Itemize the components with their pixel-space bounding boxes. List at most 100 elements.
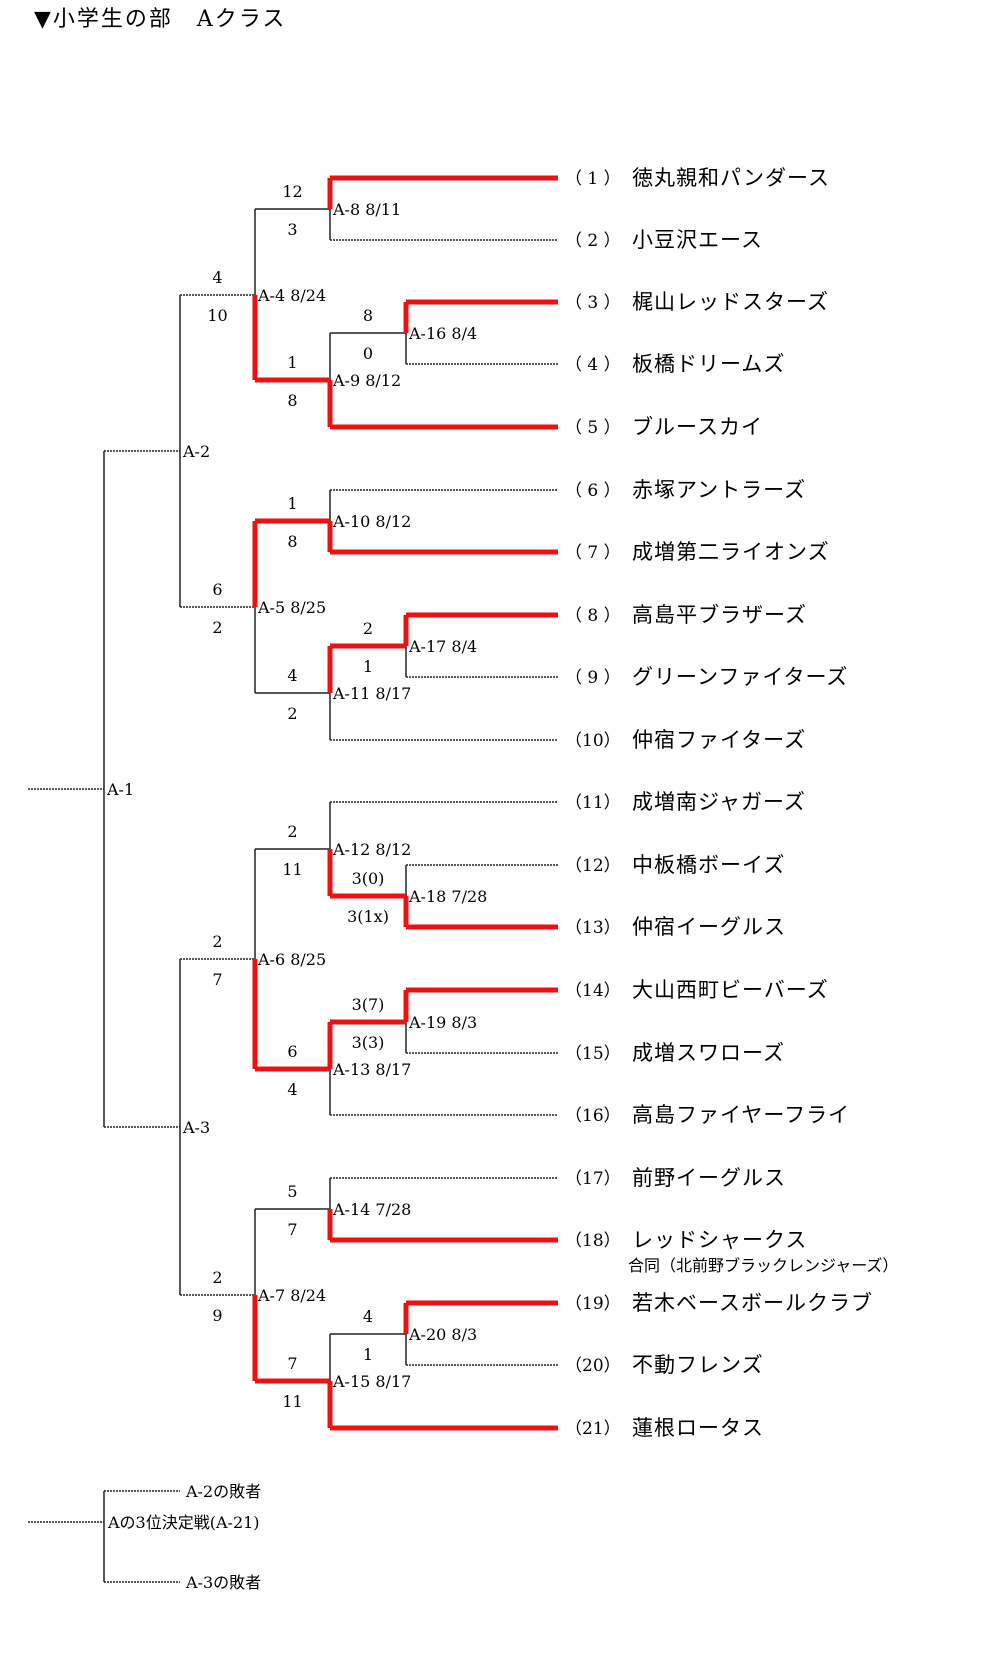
score-bottom: 7 (287, 1220, 297, 1239)
team-name: 板橋ドリームズ (632, 352, 785, 376)
team-number: （ 1 ） (565, 169, 621, 189)
score-top: 6 (212, 580, 222, 599)
score-bottom: 3 (287, 220, 297, 239)
team-number: （11） (565, 793, 621, 813)
score-bottom: 1 (363, 1345, 373, 1364)
team-name: 梶山レッドスターズ (632, 290, 829, 314)
team-number: （14） (565, 981, 621, 1001)
team-number: （12） (565, 856, 621, 876)
score-top: 4 (287, 666, 297, 685)
match-label: A-1 (106, 780, 134, 799)
team-name: 成増第二ライオンズ (632, 540, 830, 564)
score-top: 1 (287, 494, 297, 513)
match-label: A-13 8/17 (332, 1060, 411, 1079)
team-number: （ 4 ） (565, 355, 621, 375)
team-number: （13） (565, 918, 621, 938)
match-label: A-9 8/12 (332, 371, 401, 390)
team-name: ブルースカイ (632, 415, 763, 439)
team-name: 仲宿イーグルス (632, 915, 786, 939)
team-number: （21） (565, 1419, 621, 1439)
match-label: A-4 8/24 (257, 286, 326, 305)
team-number: （19） (565, 1294, 621, 1314)
match-label: A-19 8/3 (408, 1013, 477, 1032)
score-bottom: 4 (287, 1080, 297, 1099)
score-top: 7 (287, 1354, 297, 1373)
match-label: A-8 8/11 (332, 200, 401, 219)
match-label: A-7 8/24 (257, 1286, 326, 1305)
match-label: A-15 8/17 (332, 1372, 411, 1391)
winner-path-lines (252, 175, 558, 1431)
score-bottom: 0 (363, 344, 373, 363)
score-top: 3(0) (352, 869, 385, 888)
score-top: 2 (212, 932, 222, 951)
score-bottom: 2 (212, 618, 222, 637)
team-name: 赤塚アントラーズ (632, 478, 806, 502)
score-bottom: 11 (282, 860, 302, 879)
team-number: （18） (565, 1231, 621, 1251)
score-top: 4 (212, 268, 222, 287)
team-number: （ 9 ） (565, 668, 621, 688)
team-name: 成増南ジャガーズ (632, 790, 806, 814)
match-label: A-10 8/12 (332, 512, 411, 531)
match-label: A-14 7/28 (332, 1200, 411, 1219)
match-label: A-6 8/25 (257, 950, 326, 969)
score-top: 3(7) (352, 995, 385, 1014)
score-bottom: 7 (212, 970, 222, 989)
score-bottom: 3(1x) (347, 907, 389, 926)
team-name: 中板橋ボーイズ (632, 853, 785, 877)
team-number: （20） (565, 1356, 621, 1376)
team-name: 若木ベースボールクラブ (632, 1291, 873, 1315)
score-top: 2 (363, 619, 373, 638)
score-bottom: 11 (282, 1392, 302, 1411)
score-top: 2 (287, 822, 297, 841)
team-name: 高島ファイヤーフライ (632, 1103, 850, 1127)
team-number: （16） (565, 1106, 621, 1126)
team-name: グリーンファイターズ (632, 665, 848, 689)
bracket-lines (28, 208, 558, 1381)
score-bottom: 9 (212, 1306, 222, 1325)
score-bottom: 3(3) (352, 1033, 385, 1052)
team-name: 大山西町ビーバーズ (632, 978, 829, 1002)
team-name: 徳丸親和パンダース (632, 166, 830, 190)
match-label: A-16 8/4 (408, 324, 477, 343)
score-top: 5 (287, 1182, 297, 1201)
team-name: 蓮根ロータス (632, 1416, 764, 1440)
score-top: 12 (282, 182, 302, 201)
score-bottom: 1 (363, 657, 373, 676)
third-place-label: Aの3位決定戦(A-21) (107, 1513, 260, 1532)
third-place-top: A-2の敗者 (185, 1482, 261, 1501)
team-name: 仲宿ファイターズ (632, 728, 806, 752)
team-number: （ 7 ） (565, 543, 621, 563)
team-name: 前野イーグルス (632, 1166, 786, 1190)
score-bottom: 8 (287, 391, 297, 410)
team-number: （ 5 ） (565, 418, 621, 438)
team-name: 高島平ブラザーズ (632, 603, 807, 627)
team-name: 不動フレンズ (632, 1353, 764, 1377)
score-bottom: 2 (287, 704, 297, 723)
match-label: A-12 8/12 (332, 840, 411, 859)
match-label: A-2 (182, 442, 210, 461)
third-place-bottom: A-3の敗者 (185, 1573, 261, 1592)
team-number: （ 6 ） (565, 481, 621, 501)
match-label: A-20 8/3 (408, 1325, 477, 1344)
team-number: （17） (565, 1169, 621, 1189)
team-number: （ 2 ） (565, 231, 621, 251)
match-label: A-3 (182, 1118, 210, 1137)
score-bottom: 8 (287, 532, 297, 551)
match-label: A-18 7/28 (408, 887, 487, 906)
match-label: A-5 8/25 (257, 598, 326, 617)
score-top: 1 (287, 353, 297, 372)
team-number: （15） (565, 1044, 621, 1064)
third-place-bracket: A-2の敗者 Aの3位決定戦(A-21) A-3の敗者 (28, 1482, 261, 1592)
score-top: 4 (363, 1307, 373, 1326)
match-label: A-17 8/4 (408, 637, 477, 656)
page-title: ▼小学生の部 Aクラス (34, 7, 286, 32)
score-top: 8 (363, 306, 373, 325)
team-name: 成増スワローズ (632, 1041, 785, 1065)
team-number: （ 3 ） (565, 293, 621, 313)
team-name: 小豆沢エース (632, 228, 763, 252)
team-number: （10） (565, 731, 621, 751)
match-label: A-11 8/17 (332, 684, 411, 703)
